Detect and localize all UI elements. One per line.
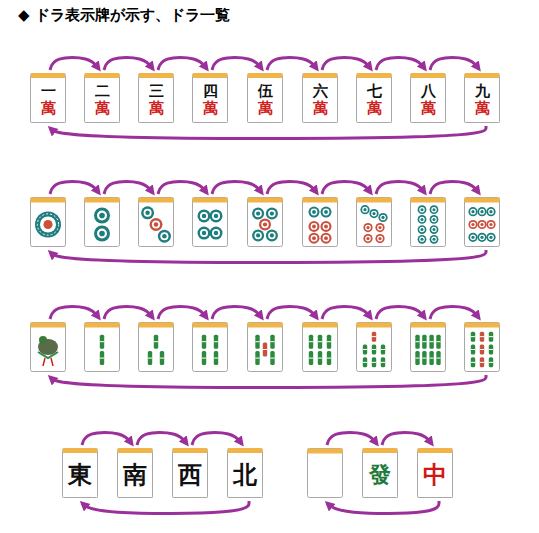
- tile-picture: [465, 323, 500, 372]
- dora-arrow: [322, 182, 371, 194]
- mahjong-tile: 三萬: [138, 73, 174, 123]
- mahjong-tile: 伍萬: [247, 73, 283, 123]
- dora-arrow: [430, 307, 479, 319]
- dora-arrow: [158, 182, 207, 194]
- mahjong-tile: 八萬: [410, 73, 446, 123]
- dora-arrow: [137, 433, 187, 445]
- tile-picture: [31, 323, 66, 372]
- tile-picture: [139, 323, 174, 372]
- tile-character: 萬: [95, 100, 110, 117]
- dora-arrow: [376, 307, 425, 319]
- tile-character: 萬: [313, 100, 328, 117]
- dora-arrow: [82, 433, 132, 445]
- tile-character: 四: [203, 83, 218, 100]
- tile-character: 二: [95, 83, 110, 100]
- tile-picture: [465, 198, 500, 247]
- dora-arrow: [192, 433, 242, 445]
- dora-arrow: [82, 501, 249, 514]
- mahjong-tile: 六萬: [302, 73, 338, 123]
- title: ◆ ドラ表示牌が示す、ドラ一覧: [18, 6, 230, 25]
- tile-picture: [193, 323, 228, 372]
- tile-picture: [85, 198, 120, 247]
- dora-arrow: [212, 58, 262, 70]
- tile-picture: [303, 323, 338, 372]
- mahjong-tile: 北: [227, 448, 263, 498]
- mahjong-tile: 四萬: [192, 73, 228, 123]
- tile-picture: [411, 198, 446, 247]
- tile-character: 萬: [367, 100, 382, 117]
- dora-arrow: [50, 58, 99, 70]
- dora-arrow: [50, 182, 99, 194]
- dora-arrow: [50, 250, 486, 263]
- dora-arrow: [382, 433, 432, 445]
- mahjong-tile: 發: [362, 448, 398, 498]
- dora-arrow: [104, 58, 153, 70]
- tile-character: 西: [178, 461, 202, 489]
- dora-arrow: [267, 307, 317, 319]
- mahjong-tile: 七萬: [356, 73, 392, 123]
- dora-arrow: [104, 182, 153, 194]
- dora-arrow: [430, 182, 479, 194]
- tile-picture: [248, 323, 283, 372]
- tile-picture: [139, 198, 174, 247]
- dora-arrow: [158, 58, 207, 70]
- dora-arrow: [327, 433, 377, 445]
- tile-picture: [31, 198, 66, 247]
- tile-character: 八: [421, 83, 436, 100]
- tile-character: 三: [149, 83, 164, 100]
- tile-character: 萬: [203, 100, 218, 117]
- tile-character: 萬: [258, 100, 273, 117]
- mahjong-tile: 西: [172, 448, 208, 498]
- tile-character: 南: [123, 461, 147, 489]
- mahjong-tile: 南: [117, 448, 153, 498]
- tile-character: 萬: [421, 100, 436, 117]
- mahjong-tile: 二萬: [84, 73, 120, 123]
- dora-arrow: [50, 307, 99, 319]
- dora-arrow: [267, 58, 317, 70]
- tile-character: 北: [233, 461, 257, 489]
- tile-picture: [248, 198, 283, 247]
- mahjong-tile: 九萬: [464, 73, 500, 123]
- tile-character: 伍: [258, 83, 273, 100]
- mahjong-tile: 東: [62, 448, 98, 498]
- tile-character: 發: [369, 462, 391, 487]
- mahjong-tile: 一萬: [30, 73, 66, 123]
- dora-arrow: [322, 307, 371, 319]
- dora-arrow: [212, 307, 262, 319]
- dora-arrow: [158, 307, 207, 319]
- tile-character: 六: [313, 83, 328, 100]
- tile-picture: [357, 323, 392, 372]
- tile-character: 一: [41, 83, 56, 100]
- tile-picture: [357, 198, 392, 247]
- tile-character: 萬: [41, 100, 56, 117]
- dora-arrow: [212, 182, 262, 194]
- tile-character: 萬: [475, 100, 490, 117]
- dora-arrow: [50, 375, 486, 388]
- dora-arrow: [322, 58, 371, 70]
- dora-arrow: [327, 501, 439, 514]
- tile-character: 東: [68, 461, 92, 489]
- dora-arrow: [430, 58, 479, 70]
- tile-character: 中: [423, 461, 447, 489]
- dora-arrow: [104, 307, 153, 319]
- dora-arrow: [376, 182, 425, 194]
- tile-picture: [308, 449, 343, 498]
- dora-arrow: [267, 182, 317, 194]
- dora-arrow: [376, 58, 425, 70]
- tile-picture: [303, 198, 338, 247]
- dora-arrow: [50, 126, 486, 139]
- tile-picture: [85, 323, 120, 372]
- tile-character: 九: [475, 83, 490, 100]
- tile-picture: [411, 323, 446, 372]
- tile-character: 七: [367, 83, 382, 100]
- tile-picture: [193, 198, 228, 247]
- tile-character: 萬: [149, 100, 164, 117]
- mahjong-tile: 中: [417, 448, 453, 498]
